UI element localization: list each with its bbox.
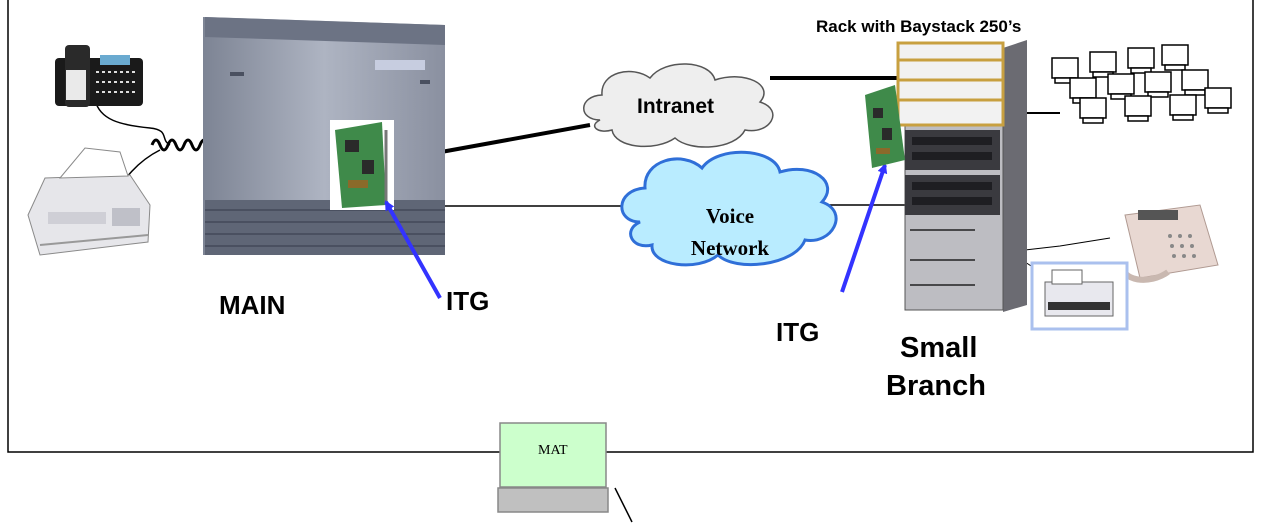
itg-label-main: ITG (446, 286, 490, 316)
server-rack-icon (896, 40, 1027, 312)
computer-cluster-icon (1051, 44, 1232, 124)
mat-label: MAT (538, 443, 568, 458)
itg-label-branch: ITG (776, 317, 820, 347)
printer-icon (1030, 261, 1129, 331)
mat-cable (614, 487, 633, 523)
fax-machine-icon (27, 147, 151, 256)
rack-label: Rack with Baystack 250’s (816, 17, 1022, 36)
itg-card-icon (865, 85, 905, 168)
mat-terminal-icon (497, 422, 609, 513)
small-branch-label-line2: Branch (886, 370, 986, 402)
pbx-cabinet-icon: nt (203, 17, 445, 255)
intranet-label: Intranet (637, 95, 715, 118)
voice-network-cloud-icon (620, 150, 838, 267)
itg-arrow-branch (840, 163, 888, 293)
itg-card-icon (330, 120, 394, 210)
intranet-cloud-icon (583, 63, 774, 148)
itg-arrow-main (384, 200, 442, 299)
voice-network-label-line1: Voice (705, 204, 755, 228)
main-label: MAIN (219, 290, 286, 320)
phone-branch-link (1024, 237, 1111, 251)
desk-phone-icon (1119, 204, 1219, 283)
office-telephone-icon (55, 45, 143, 107)
phone-cord (94, 99, 171, 146)
small-branch-label-line1: Small (900, 332, 978, 364)
voice-network-label-line2: Network (690, 236, 770, 260)
diagram-frame (7, 0, 1254, 453)
